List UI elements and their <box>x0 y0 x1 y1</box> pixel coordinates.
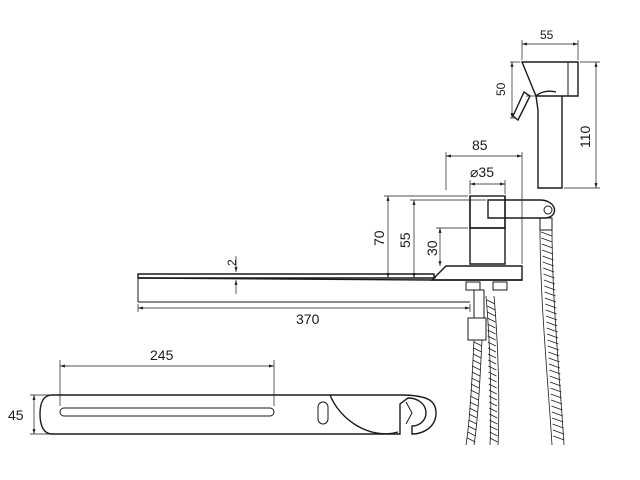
dimension-spout-length: 370 <box>137 304 471 327</box>
dimension-base-height: 30 <box>424 227 468 266</box>
dimension-spout-thickness: 2 <box>225 256 239 294</box>
water-supply-hoses <box>465 217 565 446</box>
spout <box>137 273 522 303</box>
spout-plan-view <box>39 394 437 435</box>
label-spout-length: 370 <box>296 311 320 327</box>
dimension-head-width: 55 <box>521 28 579 60</box>
dimension-body-width: 85 <box>445 137 523 264</box>
faucet-body <box>430 195 556 281</box>
dimension-total-height: 70 <box>371 195 468 279</box>
label-total-height: 70 <box>371 230 387 246</box>
dimension-head-lever-height: 50 <box>494 61 520 119</box>
label-base-height: 30 <box>424 240 440 256</box>
label-spout-thickness: 2 <box>225 259 239 266</box>
label-cartridge-diameter: ⌀35 <box>470 164 494 180</box>
hose-braid-pattern <box>467 231 565 443</box>
label-plan-length: 245 <box>150 347 174 363</box>
dimension-cartridge-diameter: ⌀35 <box>469 164 506 194</box>
label-body-width: 85 <box>472 137 488 153</box>
label-head-height: 110 <box>577 125 593 148</box>
dimension-lever-height: 55 <box>397 199 486 278</box>
label-plan-width: 45 <box>8 407 24 423</box>
dimension-plan-length: 245 <box>59 347 275 406</box>
label-head-lever-height: 50 <box>494 82 508 96</box>
label-lever-height: 55 <box>397 232 413 248</box>
dimension-plan-width: 45 <box>8 394 50 435</box>
hand-shower-head <box>512 61 579 189</box>
dimension-head-height: 110 <box>564 61 600 189</box>
label-head-width: 55 <box>540 28 554 42</box>
